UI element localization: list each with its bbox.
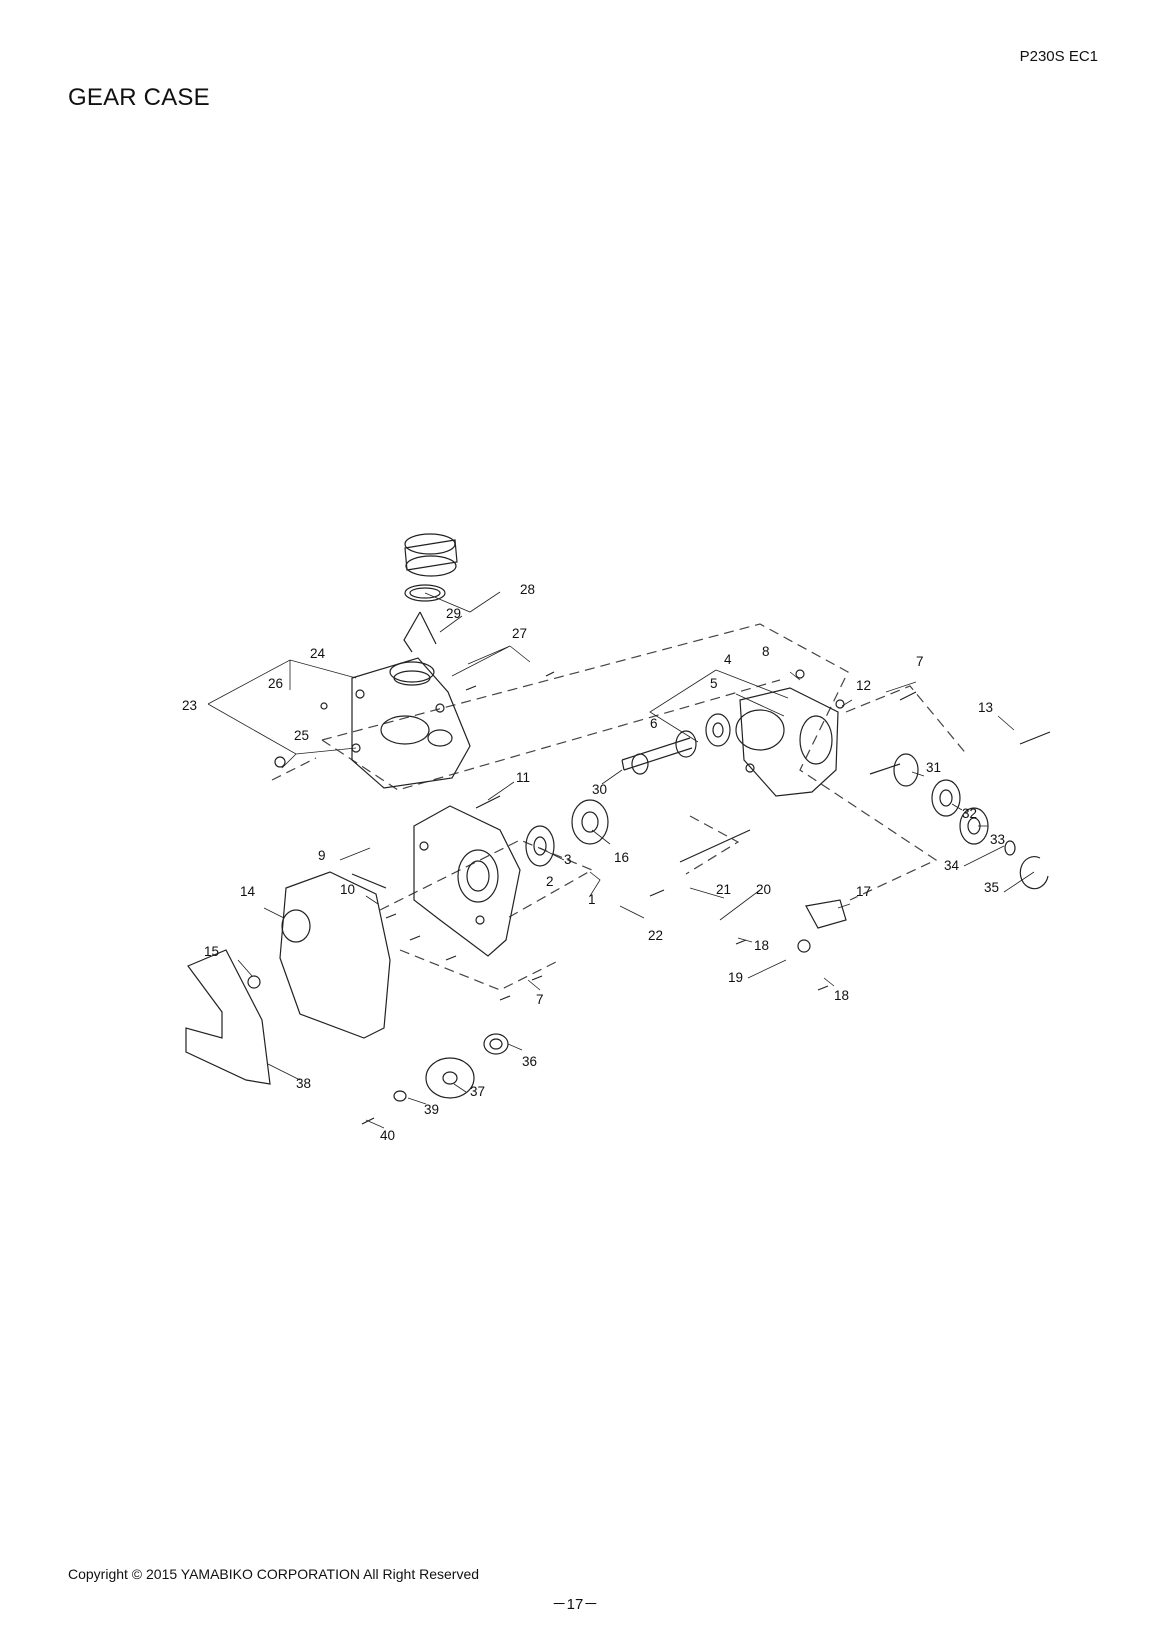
callout-21: 21 (716, 882, 731, 897)
callout-1: 1 (588, 892, 596, 907)
callout-26: 26 (268, 676, 283, 691)
callout-34: 34 (944, 858, 960, 873)
callout-4: 4 (724, 652, 732, 667)
callout-23: 23 (182, 698, 197, 713)
callout-18a: 18 (754, 938, 769, 953)
callout-2: 2 (546, 874, 554, 889)
bearing-6 (705, 713, 731, 747)
callout-35: 35 (984, 880, 999, 895)
bolts (247, 669, 1051, 1125)
callout-7b: 7 (536, 992, 544, 1007)
gear-case-housing-part (735, 687, 839, 797)
callout-32: 32 (962, 806, 977, 821)
washer-36 (483, 1033, 509, 1055)
chain-guard-part (185, 949, 271, 1085)
callout-11: 11 (516, 770, 530, 785)
page-number: －17－ (551, 1596, 599, 1613)
callout-13: 13 (978, 700, 993, 715)
callout-18b: 18 (834, 988, 849, 1003)
bevel-gear (675, 730, 697, 758)
page-title: GEAR CASE (68, 84, 210, 111)
callout-38: 38 (296, 1076, 311, 1091)
gear-31 (869, 753, 919, 787)
oil-cap-part (403, 533, 458, 653)
callout-5: 5 (710, 676, 718, 691)
callout-30: 30 (592, 782, 607, 797)
callout-9: 9 (318, 848, 326, 863)
callout-31: 31 (926, 760, 941, 775)
shaft-30 (621, 737, 693, 775)
gear-16 (571, 799, 609, 845)
callout-19: 19 (728, 970, 743, 985)
callout-24: 24 (310, 646, 326, 661)
callout-8: 8 (762, 644, 770, 659)
callout-15: 15 (204, 944, 219, 959)
callout-10: 10 (340, 882, 355, 897)
guide-plate-part (413, 805, 521, 957)
callout-12: 12 (856, 678, 871, 693)
sprocket-cover-part (279, 871, 391, 1039)
callout-40: 40 (380, 1128, 395, 1143)
oil-tank-part (351, 657, 471, 789)
model-code: P230S EC1 (1019, 48, 1098, 65)
callout-6: 6 (650, 716, 658, 731)
bearing-3 (525, 825, 555, 867)
assembly-guide-lines (271, 623, 969, 991)
sprocket-37 (425, 1057, 475, 1099)
callout-39: 39 (424, 1102, 439, 1117)
callout-28: 28 (520, 582, 535, 597)
callout-7a: 7 (916, 654, 924, 669)
callout-14: 14 (240, 884, 256, 899)
callout-labels: 1 2 3 4 5 6 7 7 8 9 10 11 12 13 14 15 16… (182, 582, 1005, 1143)
callout-20: 20 (756, 882, 771, 897)
bracket-17 (805, 899, 847, 929)
callout-17: 17 (856, 884, 871, 899)
callout-25: 25 (294, 728, 309, 743)
copyright-notice: Copyright © 2015 YAMABIKO CORPORATION Al… (68, 1566, 480, 1582)
washer-39 (393, 1090, 407, 1102)
leader-lines (207, 591, 1035, 1129)
callout-3: 3 (564, 852, 572, 867)
callout-22: 22 (648, 928, 663, 943)
callout-33: 33 (990, 832, 1005, 847)
circlip-35 (1019, 856, 1049, 890)
callout-36: 36 (522, 1054, 537, 1069)
ring-34 (1004, 840, 1016, 856)
callout-29: 29 (446, 606, 461, 621)
bearing-32 (931, 779, 961, 817)
callout-16: 16 (614, 850, 629, 865)
callout-37: 37 (470, 1084, 485, 1099)
callout-27: 27 (512, 626, 527, 641)
